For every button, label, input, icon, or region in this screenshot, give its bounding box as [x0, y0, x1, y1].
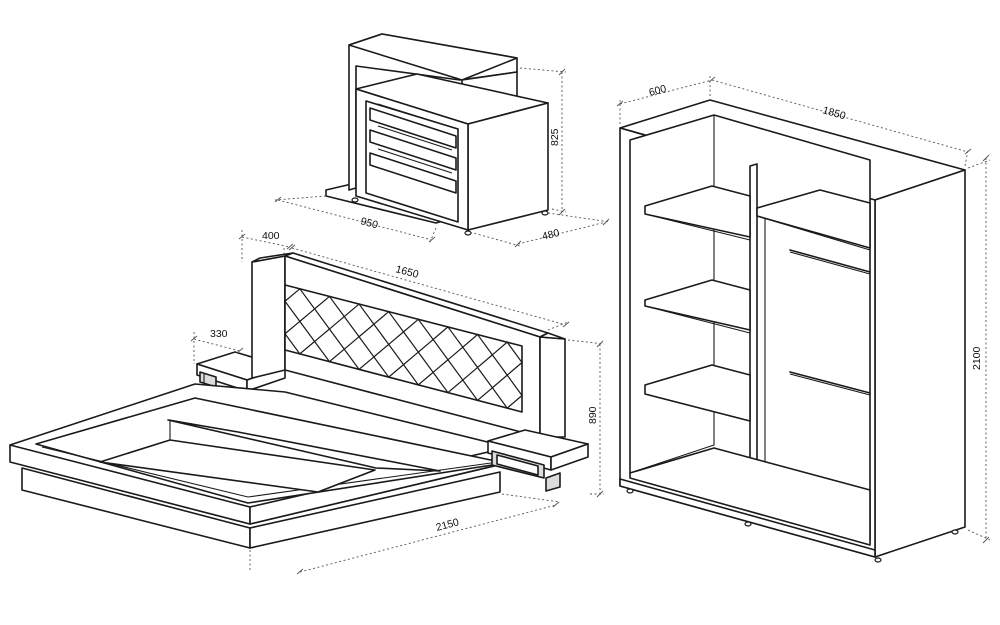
- dim-tick: [562, 321, 570, 328]
- dim-tick: [288, 244, 296, 251]
- dim-tick: [596, 490, 604, 498]
- dim-ext: [967, 159, 991, 169]
- dimension-line-dresser-depth: [517, 221, 607, 245]
- quilt-diamond: [461, 366, 494, 402]
- wardrobe-top-shelf-right: [756, 189, 871, 249]
- wardrobe-shelf-2: [644, 279, 751, 331]
- dimension-line-bed-length: [299, 504, 557, 573]
- dim-tick: [596, 340, 604, 348]
- dresser-shelf-back-2: [377, 125, 453, 151]
- wardrobe-shelf-edge: [644, 393, 751, 422]
- nightstand-depth-label: 330: [210, 328, 228, 340]
- headboard-right-post: [539, 336, 566, 438]
- dim-tick: [558, 68, 566, 76]
- rail-highlight: [789, 251, 871, 275]
- dimension-line-headboard-depth: [241, 236, 291, 248]
- hanging-rail-lower: [789, 371, 871, 394]
- bed: 400 1650 330 890 2150: [9, 230, 605, 575]
- dim-tick: [708, 76, 716, 83]
- dresser-foot: [541, 210, 549, 216]
- dim-tick: [286, 243, 294, 250]
- dresser-shelf-3: [369, 152, 457, 194]
- dim-ext: [567, 339, 605, 345]
- dresser-shelf-2: [369, 129, 457, 171]
- quilt-diamond: [491, 374, 523, 410]
- wardrobe-foot: [951, 529, 959, 535]
- wardrobe-width-label: 1850: [821, 104, 847, 122]
- wardrobe-right-side: [874, 169, 966, 558]
- wardrobe-height-label: 2100: [971, 346, 983, 370]
- wardrobe-foot: [874, 557, 882, 563]
- nightstand-right-drawer-face: [496, 454, 539, 476]
- dresser: 825 950 480: [274, 33, 611, 248]
- dim-ext: [547, 321, 569, 331]
- bed-base-side: [249, 471, 501, 549]
- dim-ext: [967, 529, 991, 541]
- wardrobe-floor: [629, 447, 871, 546]
- hanging-rail-upper: [789, 249, 871, 273]
- dim-ext: [469, 231, 521, 247]
- nightstand-right-side: [550, 443, 589, 471]
- wardrobe-shelf-3: [644, 364, 751, 422]
- dresser-foot: [351, 197, 359, 203]
- headboard-left-post: [251, 255, 286, 379]
- dim-ext: [274, 195, 327, 201]
- rail-highlight: [789, 373, 871, 396]
- quilt-diamond: [402, 351, 434, 386]
- dresser-shelf-back-1: [377, 103, 459, 130]
- dim-tick: [428, 236, 436, 243]
- dim-tick: [982, 154, 990, 162]
- dresser-foot: [464, 230, 472, 236]
- headboard-right-post-top: [539, 332, 566, 340]
- quilt-pattern: [284, 287, 523, 410]
- bed-width-label: 1650: [394, 263, 420, 281]
- nightstand-right-leg: [545, 472, 561, 492]
- dimension-line-wardrobe-width: [711, 79, 969, 153]
- dim-ext: [501, 493, 561, 503]
- quilt-diamond: [284, 320, 316, 355]
- dim-tick: [190, 335, 198, 342]
- dresser-shelf-1: [369, 107, 457, 149]
- quilt-diamond: [313, 328, 346, 363]
- quilt-diamond: [373, 343, 405, 378]
- dimension-line-nightstand-depth: [193, 338, 241, 352]
- dresser-depth-label: 480: [541, 227, 561, 243]
- dim-tick: [238, 233, 246, 240]
- dim-tick: [236, 347, 244, 354]
- dresser-shelf-back-3: [377, 148, 453, 174]
- dim-ext: [547, 212, 611, 223]
- bed-length-label: 2150: [435, 516, 461, 534]
- dim-ext: [519, 67, 567, 73]
- dim-tick: [296, 568, 304, 575]
- wardrobe-shelf-edge: [756, 215, 871, 251]
- bed-slat-edge: [317, 469, 376, 493]
- dim-tick: [552, 501, 560, 508]
- bed-height-label: 890: [587, 406, 599, 424]
- quilt-diamond: [432, 358, 464, 394]
- wardrobe-foot: [626, 488, 634, 494]
- bed-center-rail: [169, 419, 239, 440]
- wardrobe-shelf-edge: [644, 305, 751, 334]
- wardrobe-plinth: [619, 478, 876, 558]
- wardrobe-foot: [744, 521, 752, 527]
- wardrobe-depth-label: 600: [648, 83, 668, 99]
- dim-tick: [616, 100, 624, 107]
- dim-ext: [964, 149, 969, 167]
- wardrobe-shelf-edge: [644, 213, 751, 241]
- dresser-cabinet-side: [467, 102, 549, 231]
- wardrobe: 600 1850 2100: [616, 76, 991, 563]
- dim-tick: [602, 218, 610, 226]
- dresser-height-label: 825: [549, 128, 561, 146]
- dim-tick: [982, 536, 990, 544]
- dresser-width-label: 950: [359, 215, 379, 231]
- dim-tick: [274, 196, 282, 203]
- headboard-depth-label: 400: [262, 230, 280, 242]
- wardrobe-shelf-1: [644, 185, 751, 238]
- dim-tick: [558, 208, 566, 216]
- wardrobe-divider: [749, 163, 758, 503]
- quilt-diamond: [343, 335, 375, 371]
- dim-tick: [514, 240, 522, 248]
